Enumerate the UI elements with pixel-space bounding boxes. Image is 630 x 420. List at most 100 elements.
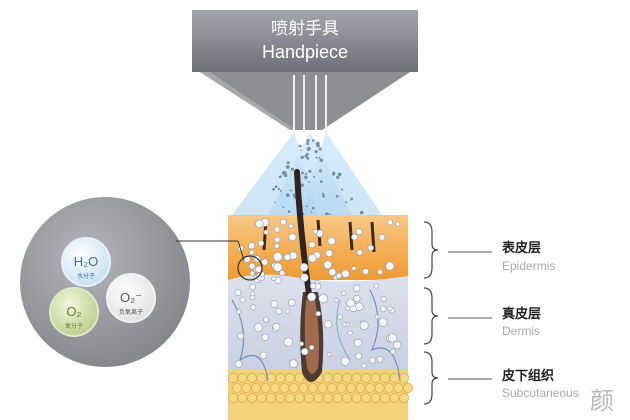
spray-droplet xyxy=(299,145,302,148)
skin-droplet xyxy=(307,292,317,302)
skin-droplet xyxy=(346,298,355,308)
spray-droplet xyxy=(305,205,308,208)
spray-droplet xyxy=(274,185,278,189)
fat-cell xyxy=(241,383,252,393)
fat-cell xyxy=(332,373,343,383)
skin-droplet xyxy=(285,308,291,314)
fat-cell xyxy=(260,383,271,393)
skin-droplet xyxy=(376,356,384,363)
skin-droplet xyxy=(249,249,255,256)
fat-cell xyxy=(380,393,390,403)
spray-droplet xyxy=(301,171,304,175)
fat-cell xyxy=(285,393,295,403)
skin-droplet xyxy=(249,283,256,291)
spray-droplet xyxy=(304,175,308,179)
molecule-o2-caption: 氧分子 xyxy=(65,322,83,330)
fat-cell xyxy=(256,393,267,403)
skin-droplet xyxy=(272,322,281,331)
skin-droplet xyxy=(355,352,362,360)
fat-cell xyxy=(342,373,352,383)
spray-droplet xyxy=(335,194,339,198)
skin-droplet xyxy=(341,290,347,296)
bracket-dermis xyxy=(423,287,439,345)
spray-droplet xyxy=(279,189,282,192)
fat-cell xyxy=(275,373,286,383)
skin-droplet xyxy=(308,254,317,263)
spray-droplet xyxy=(312,139,315,142)
spray-droplet xyxy=(314,150,318,154)
fat-cell xyxy=(279,383,290,393)
skin-droplet xyxy=(308,241,316,249)
fat-cell xyxy=(317,383,328,393)
skin-droplet xyxy=(352,284,361,292)
spray-droplet xyxy=(306,142,310,146)
skin-droplet xyxy=(257,240,265,247)
skin-droplet xyxy=(378,317,388,327)
skin-droplet xyxy=(234,359,243,368)
fat-cell xyxy=(399,373,409,383)
inset-background xyxy=(20,197,190,367)
fat-cell xyxy=(228,373,238,383)
fat-cell xyxy=(327,383,337,393)
fat-cell xyxy=(256,373,267,383)
fat-cell xyxy=(336,383,347,393)
spray-droplet xyxy=(310,211,313,213)
fat-cell xyxy=(403,383,413,393)
penetrating-droplets xyxy=(234,217,402,369)
spray-droplet xyxy=(272,187,275,191)
fat-cell xyxy=(323,393,333,403)
skin-droplet xyxy=(386,219,394,226)
fat-cell xyxy=(228,393,238,403)
spray-droplet xyxy=(328,213,331,216)
layer-annotations: 表皮层 Epidermis 真皮层 Dermis 皮下组织 Subcutaneo… xyxy=(423,221,579,405)
skin-droplet xyxy=(333,297,339,303)
skin-droplet xyxy=(353,294,361,303)
skin-droplet xyxy=(283,253,292,261)
skin-droplet xyxy=(380,296,387,302)
skin-droplet xyxy=(259,351,268,360)
molecule-o2-negative-caption: 负氧离子 xyxy=(119,308,143,316)
spray-droplet xyxy=(313,175,315,178)
spray-droplet xyxy=(318,156,321,159)
skin-droplet xyxy=(263,316,270,323)
capillary xyxy=(369,289,401,381)
skin-droplet xyxy=(261,258,269,266)
skin-droplet xyxy=(298,341,304,347)
fat-cell xyxy=(351,373,362,383)
skin-droplet xyxy=(351,265,357,271)
spray-droplet xyxy=(359,210,364,215)
skin-droplet xyxy=(345,305,351,311)
skin-droplet xyxy=(374,314,380,320)
spray-droplet xyxy=(300,183,304,187)
spray-droplet xyxy=(289,189,292,192)
fat-cell xyxy=(294,393,305,403)
fat-cell xyxy=(251,383,261,393)
spray-cones xyxy=(232,132,382,216)
skin-droplet xyxy=(261,333,269,342)
skin-droplet xyxy=(323,260,333,270)
skin-droplet xyxy=(263,229,269,235)
fat-cell xyxy=(355,383,366,393)
layer-label-subcutaneous-zh: 皮下组织 xyxy=(501,368,554,384)
skin-droplet xyxy=(318,293,328,304)
spray-droplet xyxy=(286,193,290,198)
skin-droplet xyxy=(387,305,393,312)
fat-cell xyxy=(342,393,352,403)
skin-droplet xyxy=(299,273,309,282)
skin-droplet xyxy=(369,356,376,364)
fat-cell xyxy=(237,393,248,403)
fat-cell xyxy=(351,393,362,403)
skin-droplet xyxy=(309,282,317,290)
spray-droplet xyxy=(350,197,354,201)
molecule-o2-negative: O₂⁻ 负氧离子 xyxy=(106,273,156,323)
spray-droplet xyxy=(285,165,290,169)
skin-droplet xyxy=(367,244,374,252)
skin-droplet xyxy=(253,323,263,332)
layer-label-subcutaneous-en: Subcutaneous xyxy=(502,386,579,400)
skin-droplet xyxy=(274,243,280,249)
skin-droplet xyxy=(249,270,255,276)
spray-droplet xyxy=(306,139,310,142)
fat-cell xyxy=(285,373,295,383)
fat-cell xyxy=(294,373,305,383)
spray-droplet xyxy=(319,158,324,163)
